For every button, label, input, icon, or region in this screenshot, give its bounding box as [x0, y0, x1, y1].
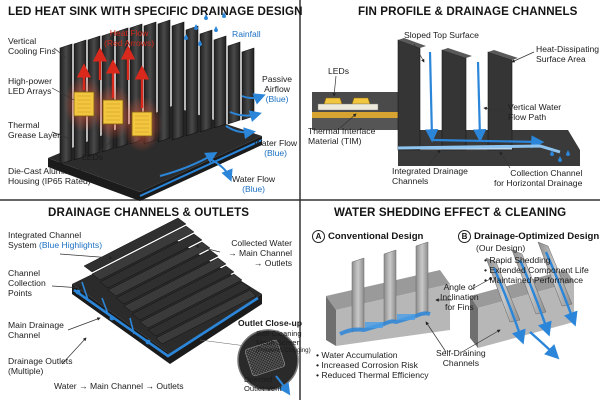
led-arrays [73, 91, 153, 137]
tr-leds [317, 97, 379, 111]
flow-line-label: Water → Main Channel → Outlets [54, 381, 184, 391]
letter-a-badge: A [312, 230, 325, 243]
water-flow-label-1: Water Flow(Blue) [254, 138, 298, 158]
bl-heatsink-drawing [51, 217, 299, 396]
rain-drops [184, 12, 226, 46]
tr-fin-profile-drawing [312, 38, 580, 169]
tr-title: FIN PROFILE & DRAINAGE CHANNELS [358, 5, 578, 18]
sloped-top-label: Sloped Top Surface [404, 30, 479, 40]
tr-leds-label: LEDs [328, 66, 350, 76]
a-bullets: Water Accumulation Increased Corrosion R… [316, 350, 428, 380]
conventional-fins [326, 241, 450, 346]
water-flow-label-2: Water Flow(Blue) [232, 174, 276, 194]
closeup-title: Outlet Close-up [238, 318, 302, 328]
letter-b-badge: B [458, 230, 471, 243]
tl-heatsink-drawing [48, 12, 266, 201]
br-title: WATER SHEDDING EFFECT & CLEANING [334, 206, 567, 219]
heat-flow-arrows [76, 45, 150, 108]
water-airflow-arrows [159, 93, 266, 182]
b-subtitle: (Our Design) [476, 243, 526, 253]
tl-leds-label: LEDs [82, 152, 104, 162]
tr-water-paths [425, 51, 545, 149]
b-bullets: Rapid Shedding Extended Component Life M… [484, 255, 588, 285]
outlet-closeup [199, 329, 299, 396]
bl-title: DRAINAGE CHANNELS & OUTLETS [48, 206, 250, 219]
rainfall-label: Rainfall [232, 29, 261, 39]
collected-water-label: Collected Water→ Main Channel→ Outlets [228, 238, 293, 268]
outlets-label: Drainage Outlets(Multiple) [8, 356, 73, 376]
heat-flow-label: Heat Flow(Red Arrows) [104, 28, 155, 48]
tl-title: LED HEAT SINK WITH SPECIFIC DRAINAGE DES… [8, 5, 303, 18]
integrated-system-label: Integrated Channel System (Blue Highligh… [8, 230, 103, 250]
